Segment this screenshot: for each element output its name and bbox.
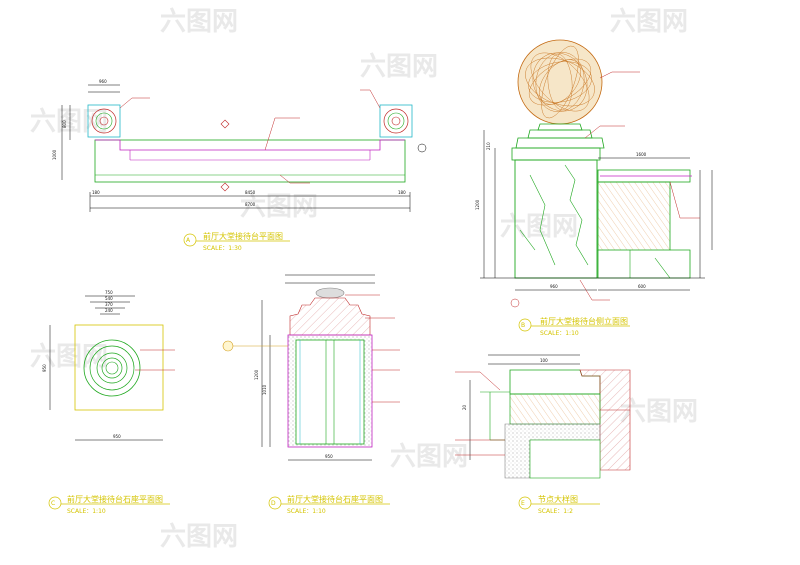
dim-label: 950 — [325, 454, 333, 459]
view-title: 前厅大堂接待台石座平面图 — [67, 494, 163, 504]
dim-label: 1600 — [636, 152, 647, 157]
section-marker-icon — [220, 119, 230, 129]
watermark-text: 六图网 — [610, 7, 688, 37]
dim-label: 370 — [105, 302, 113, 307]
section-marker-icon — [417, 143, 427, 153]
watermark-text: 六图网 — [240, 192, 318, 222]
dim-label: 600 — [638, 284, 646, 289]
dim-label: 240 — [105, 308, 113, 313]
view-b-elevation: 1200 210 1600 960 600 B 前厅大堂接待台侧立面图 SCAL… — [475, 39, 713, 337]
view-scale: SCALE：1:10 — [287, 508, 326, 515]
view-e-node-detail: 100 20 E 节点大样图 SCALE：1:2 — [455, 354, 631, 515]
dim-label: 8700 — [245, 202, 256, 207]
view-title: 前厅大堂接待台侧立面图 — [540, 316, 628, 326]
view-number: C — [51, 500, 55, 507]
watermark-layer: 六图网 六图网 六图网 六图网 六图网 六图网 六图网 六图网 六图网 六图网 — [30, 7, 698, 552]
watermark-text: 六图网 — [160, 522, 238, 552]
view-number: A — [186, 237, 191, 244]
dim-label: 1200 — [475, 199, 480, 210]
view-a-plan: 960 1000 800 8450 8700 180 180 — [52, 79, 427, 252]
dim-label: 180 — [92, 190, 100, 195]
dim-label: 1200 — [254, 369, 259, 380]
watermark-text: 六图网 — [500, 212, 578, 242]
dim-label: 210 — [486, 142, 491, 150]
view-scale: SCALE：1:2 — [538, 508, 573, 515]
dim-label: 950 — [42, 364, 47, 372]
view-title: 前厅大堂接待台平面图 — [203, 231, 283, 241]
dim-label: 950 — [113, 434, 121, 439]
view-d-stone-section: 1200 1010 950 D 前厅大堂接待台石座平面图 SCALE：1:10 — [222, 274, 400, 515]
dim-label: 180 — [398, 190, 406, 195]
watermark-text: 六图网 — [30, 107, 108, 137]
section-marker-icon — [510, 298, 520, 308]
view-number: B — [521, 322, 525, 329]
view-c-stone-plan: 750 540 370 240 950 950 C 前厅大堂接待台石座平面图 S… — [42, 290, 175, 515]
detail-callout-icon — [222, 340, 234, 352]
view-scale: SCALE：1:30 — [203, 245, 242, 252]
watermark-text: 六图网 — [30, 342, 108, 372]
dim-label: 750 — [105, 290, 113, 295]
view-scale: SCALE：1:10 — [67, 508, 106, 515]
watermark-text: 六图网 — [390, 442, 468, 472]
watermark-text: 六图网 — [620, 397, 698, 427]
watermark-text: 六图网 — [160, 7, 238, 37]
view-title: 节点大样图 — [538, 494, 578, 504]
view-title: 前厅大堂接待台石座平面图 — [287, 494, 383, 504]
dim-label: 100 — [540, 358, 548, 363]
view-number: D — [271, 500, 276, 507]
view-scale: SCALE：1:10 — [540, 330, 579, 337]
dim-label: 960 — [99, 79, 107, 84]
view-number: E — [521, 500, 525, 507]
dim-label: 8450 — [245, 190, 256, 195]
section-marker-icon — [220, 182, 230, 192]
watermark-text: 六图网 — [360, 52, 438, 82]
dim-label: 960 — [550, 284, 558, 289]
decorative-ball — [517, 39, 603, 125]
dim-label: 1010 — [262, 384, 267, 395]
dim-label: 540 — [105, 296, 113, 301]
dim-label: 1000 — [52, 149, 57, 160]
dim-label: 20 — [462, 404, 467, 410]
dim-label: 800 — [62, 120, 67, 128]
